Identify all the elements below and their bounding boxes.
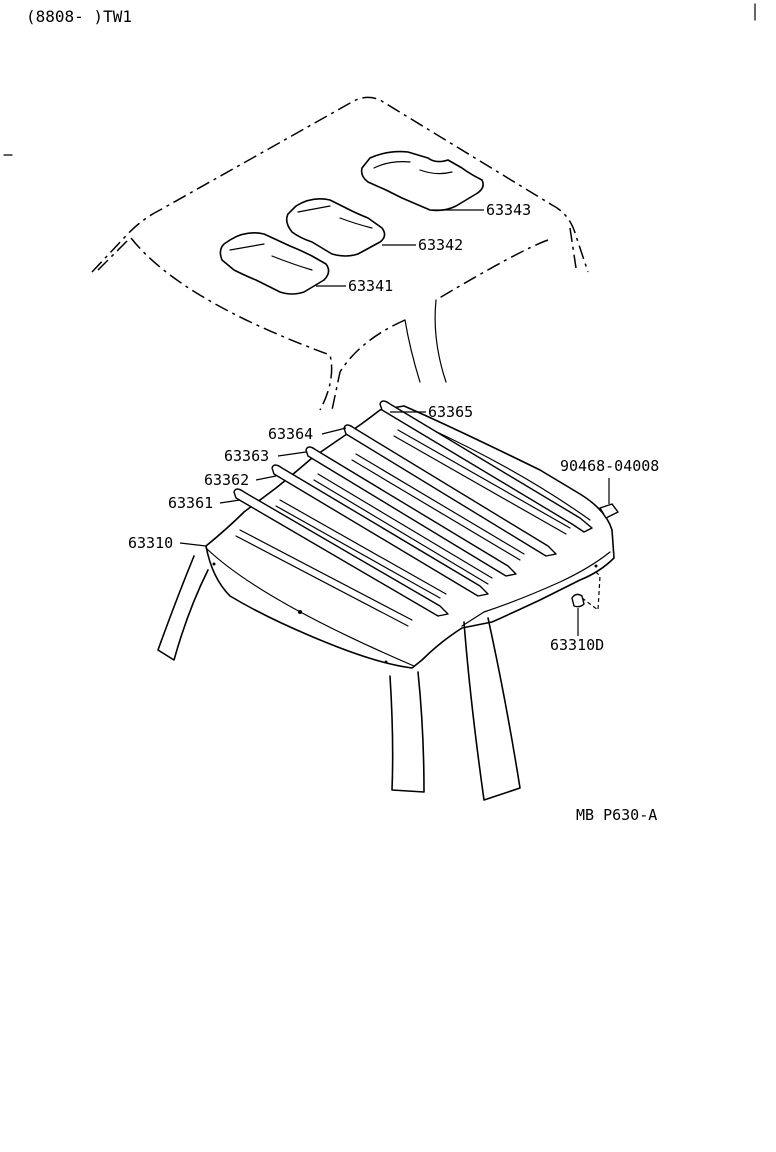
model-code-header: (8808- )TW1 [26,7,132,26]
roof-bow-63363 [305,446,517,577]
label-90468-04008: 90468-04008 [560,457,659,475]
clip-90468-04008 [599,478,619,519]
label-63365: 63365 [428,403,473,421]
label-63310: 63310 [128,534,173,552]
clip-63310D [571,569,601,636]
label-63362: 63362 [204,471,249,489]
roof-bow-63364 [343,424,557,557]
label-63363: 63363 [224,447,269,465]
roof-bow-63362 [271,464,489,597]
pad-63341 [219,232,330,295]
label-63310D: 63310D [550,636,604,654]
diagram-code: MB P630-A [576,806,657,824]
roof-headlining-panel [157,405,615,801]
roof-bow-63365 [379,400,593,533]
vehicle-roof-outline [91,96,589,411]
label-63341: 63341 [348,277,393,295]
roof-bow-63361 [233,488,449,617]
label-63343: 63343 [486,201,531,219]
label-63342: 63342 [418,236,463,254]
corner-marks [3,3,756,156]
label-63364: 63364 [268,425,313,443]
label-63361: 63361 [168,494,213,512]
leader-lines [179,209,484,547]
pad-63342 [285,198,386,257]
pad-63343 [360,150,484,212]
